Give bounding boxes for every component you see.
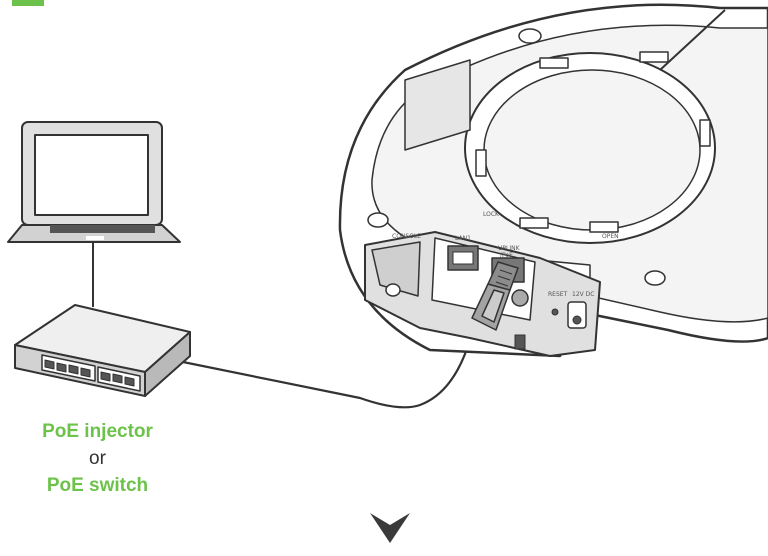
ethernet-plug-icon [471,261,519,331]
laptop-icon [7,121,181,243]
ethernet-cable [182,319,477,409]
poe-source-labels: PoE injector or PoE switch [10,418,185,499]
dc-label: 12V DC [572,291,594,298]
poe-injector-label: PoE injector [42,421,153,442]
reset-label: RESET [548,291,568,298]
green-corner-tab [12,0,44,6]
console-label: CONSOLE [392,233,421,240]
uplink-sub-label: /PoE [500,252,513,259]
lock-label: LOCK [483,211,500,218]
access-point-icon [338,3,768,358]
chevron-down-icon [370,513,410,543]
network-switch-icon [14,304,191,397]
uplink-label: UPLINK [498,245,521,252]
or-label: or [89,448,106,469]
open-label: OPEN [602,233,619,240]
lan1-label: LAN1 [455,235,471,242]
poe-switch-label: PoE switch [46,475,149,496]
